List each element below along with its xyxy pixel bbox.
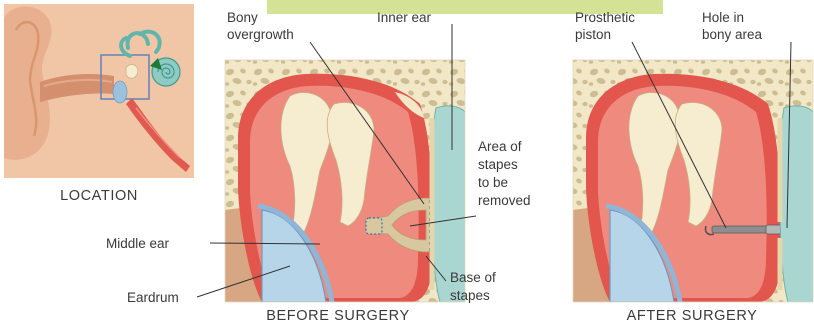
- before-stapes-head: [366, 218, 382, 234]
- label-piston-line-1: Prosthetic: [575, 10, 635, 25]
- label-bony-overgrowth-line-1: Bony: [227, 10, 258, 25]
- location-illustration: [4, 4, 194, 178]
- location-eardrum: [113, 81, 127, 103]
- label-eardrum: Eardrum: [127, 290, 179, 305]
- location-caption: LOCATION: [60, 188, 138, 204]
- after-caption: AFTER SURGERY: [627, 308, 758, 324]
- label-hole-line-1: Hole in: [702, 10, 744, 25]
- label-bony-overgrowth-line-2: overgrowth: [227, 27, 294, 42]
- label-hole-in-bony-area: Hole in bony area: [702, 10, 763, 42]
- before-caption: BEFORE SURGERY: [266, 308, 410, 324]
- label-area-line-3: to be: [478, 175, 508, 190]
- location-ossicles: [126, 65, 138, 79]
- after-inner-ear: [780, 106, 813, 302]
- label-bony-overgrowth: Bony overgrowth: [227, 10, 294, 42]
- label-piston-line-2: piston: [575, 27, 611, 42]
- label-middle-ear: Middle ear: [106, 236, 170, 251]
- label-inner-ear: Inner ear: [377, 10, 432, 25]
- after-surgery-illustration: [573, 60, 813, 302]
- label-base-line-1: Base of: [450, 270, 496, 285]
- label-area-of-stapes: Area of stapes to be removed: [478, 139, 531, 208]
- label-area-line-2: stapes: [478, 157, 518, 172]
- label-prosthetic-piston: Prosthetic piston: [575, 10, 639, 42]
- label-area-line-1: Area of: [478, 139, 522, 154]
- label-hole-line-2: bony area: [702, 27, 763, 42]
- before-surgery-illustration: [225, 60, 465, 302]
- label-area-line-4: removed: [478, 193, 531, 208]
- label-base-line-2: stapes: [450, 288, 490, 303]
